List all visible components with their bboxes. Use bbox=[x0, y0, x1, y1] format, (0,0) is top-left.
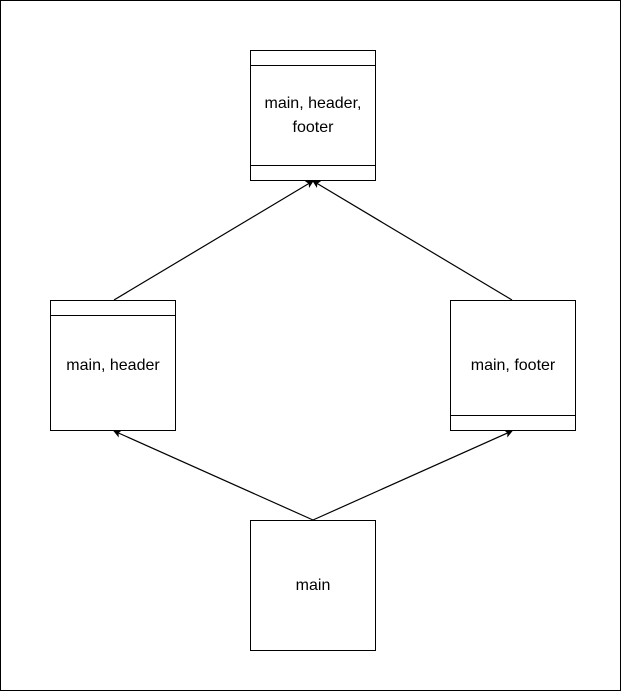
node-label: main, header, footer bbox=[264, 94, 362, 136]
header-band bbox=[51, 315, 175, 316]
node-label: main, header bbox=[66, 356, 160, 374]
node-main-header-footer[interactable]: main, header, footer bbox=[250, 50, 376, 181]
footer-band bbox=[451, 415, 575, 416]
node-main[interactable]: main bbox=[250, 520, 376, 651]
node-label: main bbox=[295, 576, 331, 594]
node-main-footer[interactable]: main, footer bbox=[450, 300, 576, 431]
footer-band bbox=[251, 165, 375, 166]
node-label: main, footer bbox=[470, 356, 556, 374]
header-band bbox=[251, 65, 375, 66]
node-main-header[interactable]: main, header bbox=[50, 300, 176, 431]
